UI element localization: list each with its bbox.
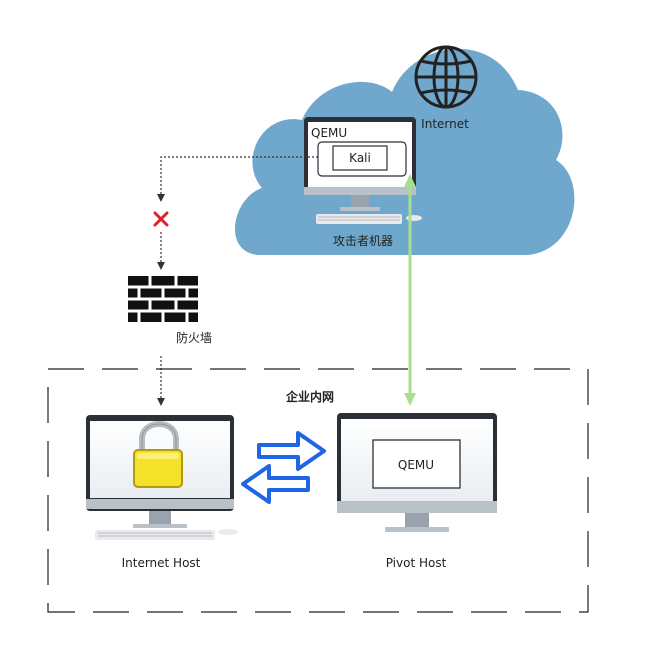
brick-wall-icon xyxy=(128,276,198,322)
intranet-label: 企业内网 xyxy=(285,389,334,404)
internet-label: Internet xyxy=(421,117,469,131)
attacker-label: 攻击者机器 xyxy=(333,234,393,248)
intranet-boundary xyxy=(47,368,589,613)
blocked-path xyxy=(157,156,318,406)
bidirectional-arrows-icon xyxy=(241,431,326,504)
kali-box xyxy=(332,145,388,171)
x-mark-icon xyxy=(153,211,169,227)
globe-icon xyxy=(414,45,478,109)
qemu-top-label: QEMU xyxy=(311,126,347,140)
attacker-monitor xyxy=(304,117,422,224)
firewall-label: 防火墙 xyxy=(176,330,212,345)
qemu-pivot-label: QEMU xyxy=(398,458,434,472)
qemu-pivot-box xyxy=(372,439,461,489)
padlock-icon xyxy=(133,421,183,488)
kali-label: Kali xyxy=(349,151,371,165)
internet-host-label: Internet Host xyxy=(122,556,201,570)
pivot-host-label: Pivot Host xyxy=(386,556,447,570)
pivot-host-monitor xyxy=(337,413,497,532)
